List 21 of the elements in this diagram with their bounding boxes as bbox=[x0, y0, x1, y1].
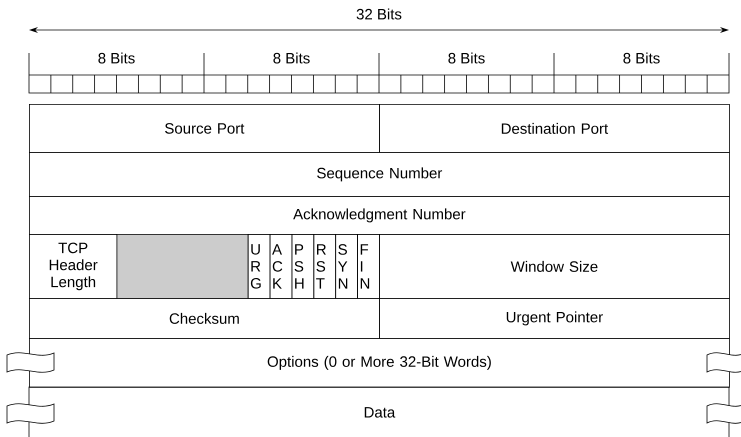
flag-bit-field: S Y N bbox=[335, 234, 358, 299]
data-field: Data bbox=[28, 386, 730, 437]
reserved-field bbox=[116, 234, 249, 299]
bit-count-label: 8 Bits bbox=[623, 52, 660, 64]
bit-count-label: 8 Bits bbox=[98, 52, 135, 64]
header-field: Window Size bbox=[379, 234, 730, 299]
header-field: Sequence Number bbox=[29, 152, 730, 197]
header-field: Options (0 or More 32-Bit Words) bbox=[29, 338, 730, 388]
bit-count-label: 8 Bits bbox=[448, 52, 485, 64]
flag-bit-field: U R G bbox=[248, 234, 270, 299]
header-field: Urgent Pointer bbox=[379, 298, 730, 339]
flag-bit-field: R S T bbox=[313, 234, 336, 299]
flag-bit-field: A C K bbox=[270, 234, 292, 299]
bit-count-label: 8 Bits bbox=[273, 52, 310, 64]
header-field: Destination Port bbox=[379, 104, 730, 153]
header-field: Checksum bbox=[29, 298, 380, 339]
dimension-label: 32 Bits bbox=[356, 8, 402, 20]
flag-bit-field: P S H bbox=[292, 234, 314, 299]
header-field: Source Port bbox=[29, 104, 380, 153]
flag-bit-field: F I N bbox=[357, 234, 380, 299]
header-field: Acknowledgment Number bbox=[29, 196, 730, 235]
